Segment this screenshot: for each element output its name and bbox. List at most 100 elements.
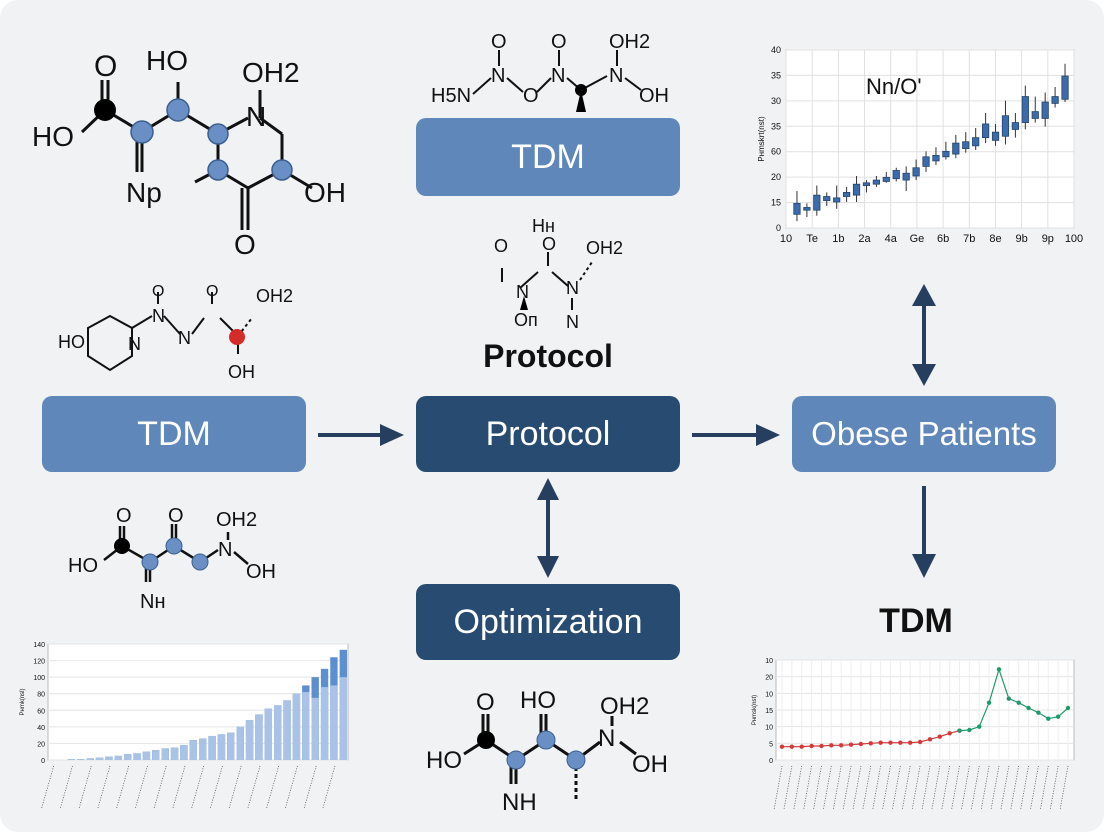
- candle-body: [823, 196, 831, 202]
- molecule-6: HO O OH2 HO N OH NH: [426, 687, 668, 816]
- data-point: [1006, 696, 1012, 701]
- x-tick-label: [135, 765, 148, 809]
- atom-label: N: [598, 725, 615, 752]
- atom-label: OH2: [600, 693, 649, 720]
- bar: [274, 705, 282, 760]
- molecule-2: O O OH2 H5N N O N N OH: [431, 31, 669, 112]
- bar: [170, 747, 179, 760]
- protocol-heading: Protocol: [483, 338, 613, 374]
- atom-label: Hн: [532, 216, 555, 236]
- tdm-box-left: TDM: [42, 396, 306, 472]
- y-tick-label: 15: [771, 198, 781, 208]
- atom-label: N: [178, 328, 191, 348]
- candle-body: [952, 142, 960, 155]
- y-tick-label: 15: [765, 708, 773, 715]
- atom-label: N: [609, 65, 623, 87]
- candle-body: [1051, 96, 1059, 104]
- candle-body: [1041, 101, 1049, 119]
- x-tick-label: [247, 765, 261, 809]
- x-tick-label: [891, 765, 901, 811]
- x-tick-label: [773, 765, 783, 811]
- x-tick-label: [60, 765, 73, 809]
- y-tick-label: 20: [765, 675, 773, 682]
- atom-label: N: [566, 278, 579, 298]
- candle-body: [912, 167, 920, 177]
- bar: [227, 732, 235, 760]
- bar: [124, 754, 132, 760]
- x-tick-label: [97, 765, 111, 809]
- x-tick-label: [191, 765, 205, 809]
- tdm-box-top-label: TDM: [511, 137, 585, 176]
- candle-body: [922, 156, 930, 167]
- bar: [180, 745, 188, 760]
- y-tick-label: 140: [33, 642, 45, 649]
- arrow-chart-obese: [912, 284, 936, 386]
- atom-label: H5N: [431, 85, 471, 107]
- candle-body: [902, 172, 910, 181]
- atom-label: N: [246, 101, 266, 132]
- atom-label: Np: [126, 177, 162, 208]
- atom-label: OH2: [609, 31, 650, 53]
- bar: [311, 697, 319, 760]
- atom-label: Oп: [514, 310, 538, 330]
- data-point: [1036, 710, 1041, 715]
- atom-label: N: [152, 306, 165, 326]
- x-tick-label: [882, 765, 891, 811]
- candle-body: [1031, 111, 1039, 119]
- bar: [245, 720, 254, 760]
- atom-label: O: [494, 236, 508, 256]
- atom-label: HO: [146, 45, 188, 76]
- atom-label: O: [152, 283, 164, 300]
- y-tick-label: 0: [769, 758, 773, 765]
- molecule-4: O O OH2 HO N N N OH: [58, 283, 293, 382]
- atom-label: O: [168, 505, 184, 527]
- y-tick-label: 10: [765, 658, 773, 665]
- y-axis-label: Pнmsk(nst): [752, 695, 758, 725]
- x-tick-label: [1059, 765, 1069, 811]
- tdm-heading: TDM: [879, 602, 953, 640]
- y-tick-label: 30: [771, 96, 781, 106]
- x-tick-label: [813, 765, 822, 811]
- y-tick-label: 35: [771, 70, 781, 80]
- y-axis-label: Pнmskrt(nst): [757, 116, 766, 162]
- bar: [189, 740, 197, 760]
- x-tick-label: 4a: [885, 233, 898, 245]
- candle-body: [982, 123, 990, 139]
- data-point: [1046, 716, 1051, 721]
- x-tick-label: [172, 765, 186, 809]
- optimization-box: Optimization: [416, 584, 680, 660]
- atom-label: NH: [502, 789, 537, 816]
- bar: [330, 685, 338, 760]
- data-point: [1026, 705, 1031, 711]
- atom-label: OH: [246, 561, 276, 583]
- data-point: [848, 742, 854, 747]
- atom-label: O: [94, 50, 117, 83]
- x-tick-label: 7b: [963, 233, 975, 245]
- x-tick-label: [1039, 765, 1049, 811]
- candle-body: [972, 137, 980, 147]
- candle-body: [833, 197, 841, 203]
- atom-label: N: [491, 65, 505, 87]
- atom-label: N: [218, 539, 232, 561]
- x-tick-label: 10: [780, 233, 792, 245]
- y-tick-label: 35: [771, 121, 781, 131]
- candle-body: [991, 131, 1000, 141]
- data-point: [868, 741, 873, 746]
- tdm-box-top: TDM: [416, 118, 680, 196]
- x-tick-label: [266, 765, 280, 809]
- bar: [217, 734, 226, 760]
- x-tick-label: [153, 765, 167, 809]
- bar: [161, 748, 169, 760]
- arrow-protocol-to-obese: [692, 424, 780, 446]
- y-tick-label: 0: [776, 223, 781, 233]
- x-tick-label: [1049, 765, 1059, 811]
- molecule-3: Hн O O OH2 N N Oп N: [494, 216, 623, 332]
- y-tick-label: 10: [765, 725, 773, 732]
- x-tick-label: 8e: [989, 233, 1001, 245]
- candle-body: [1001, 115, 1010, 137]
- bar: [283, 700, 291, 760]
